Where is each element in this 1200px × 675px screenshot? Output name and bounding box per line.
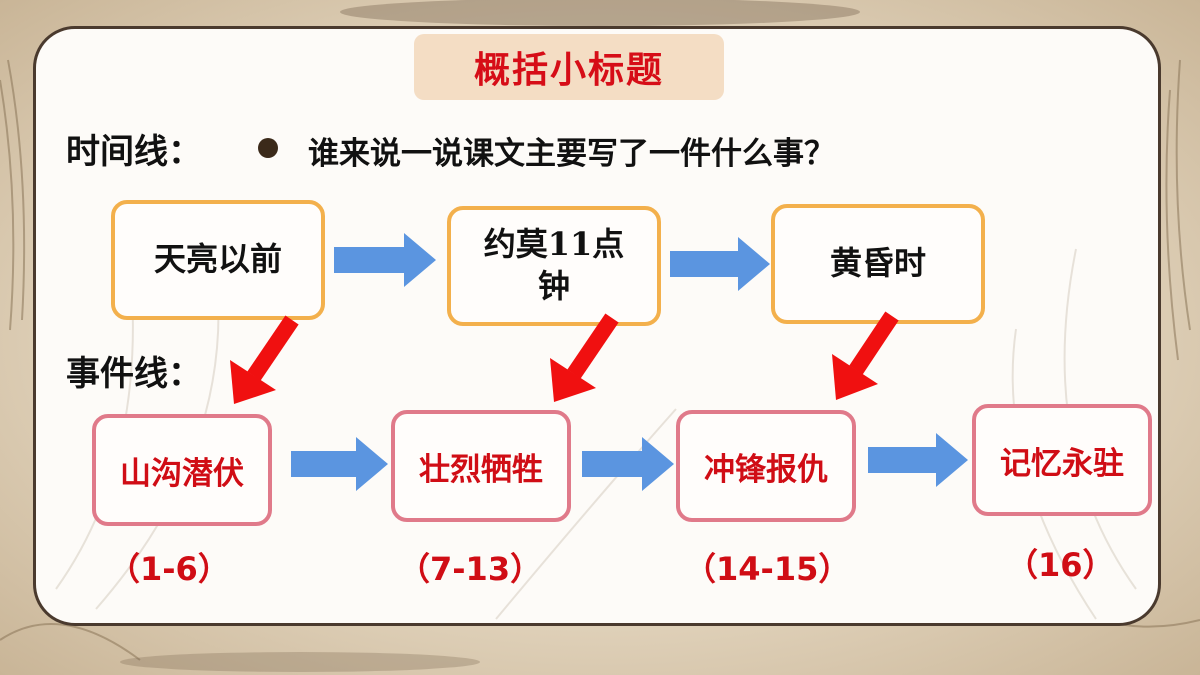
time-node-1: 天亮以前 <box>111 200 325 320</box>
link-arrow-3 <box>832 311 899 400</box>
event-node-3: 冲锋报仇 <box>676 410 856 522</box>
event-node-2: 壮烈牺牲 <box>391 410 571 522</box>
link-arrow-1 <box>230 315 299 404</box>
bullet-dot-icon <box>258 138 278 158</box>
event-range-4: （16） <box>1006 546 1115 584</box>
page-title: 概括小标题 <box>414 34 724 100</box>
event-range-1: （1-6） <box>108 550 230 588</box>
event-arrow-1 <box>291 437 388 491</box>
time-node-3: 黄昏时 <box>771 204 985 324</box>
event-arrow-3 <box>868 433 968 487</box>
time-node-2: 约莫11点钟 <box>447 206 661 326</box>
question-text: 谁来说一说课文主要写了一件什么事？ <box>308 136 835 172</box>
link-arrow-2 <box>550 313 619 402</box>
time-arrow-2 <box>670 237 770 291</box>
time-arrow-1 <box>334 233 436 287</box>
event-range-2: （7-13） <box>398 550 543 588</box>
timeline-label: 时间线： <box>66 132 202 172</box>
event-range-3: （14-15） <box>684 550 851 588</box>
event-label: 事件线： <box>66 354 202 394</box>
event-arrow-2 <box>582 437 674 491</box>
event-node-1: 山沟潜伏 <box>92 414 272 526</box>
event-node-4: 记忆永驻 <box>972 404 1152 516</box>
